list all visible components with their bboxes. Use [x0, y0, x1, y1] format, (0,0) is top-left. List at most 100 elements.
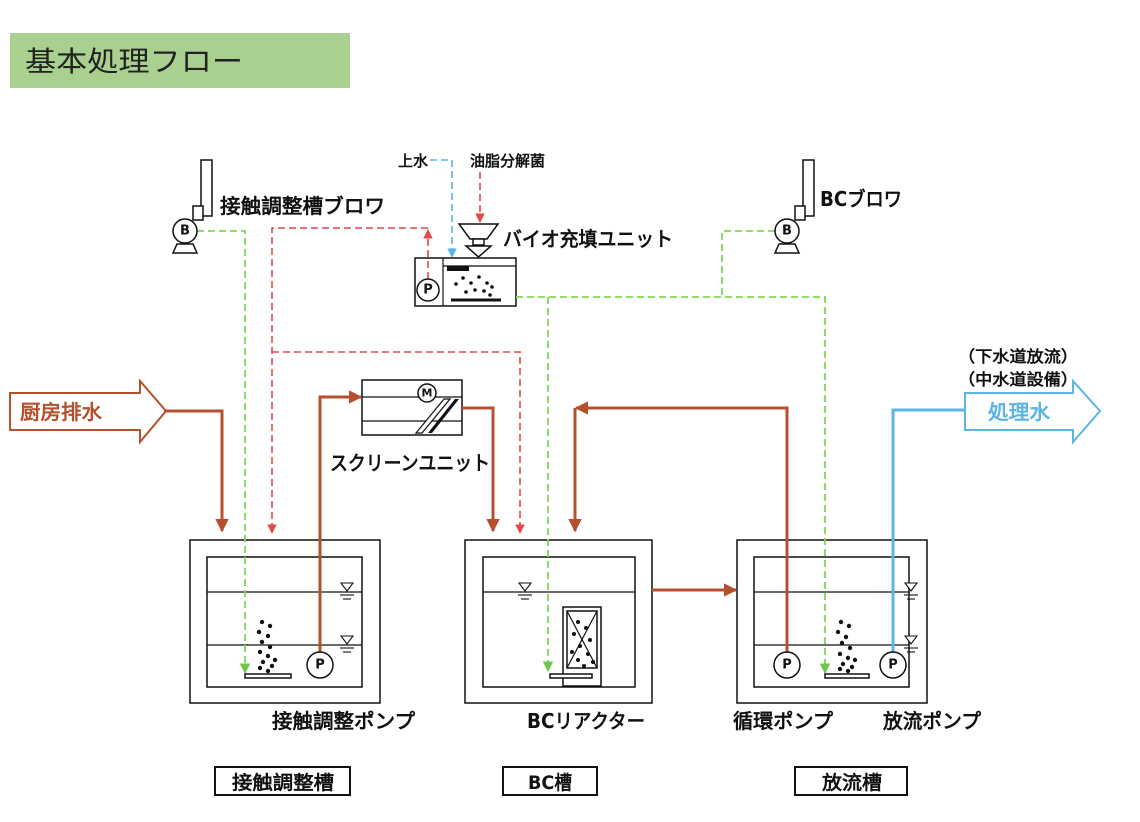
circulation-pump-symbol: P: [782, 658, 792, 673]
water-level-triangle: [903, 635, 919, 645]
air-bubble: [259, 619, 265, 625]
bio-unit-label: バイオ充填ユニット: [503, 227, 673, 251]
reactor-bubble: [576, 620, 580, 624]
bc-reactor: [549, 606, 602, 687]
contact-adjustment-pump-label: 接触調整ポンプ: [272, 709, 416, 733]
hopper-neck: [472, 238, 485, 246]
bio-media-bubble: [485, 281, 489, 285]
outflow-label: 処理水: [988, 400, 1051, 424]
blower-base: [171, 243, 199, 254]
bio-media-bubble: [477, 275, 481, 279]
inflow-arrow: [9, 378, 168, 445]
air-bubble: [265, 668, 271, 674]
air-pipes: [197, 230, 831, 675]
bio-media-bubble: [482, 289, 486, 293]
tap-water-feed-line: [430, 159, 457, 258]
contact-adjustment-pump-icon: [306, 651, 334, 679]
bc-blower-air-line: [721, 230, 775, 297]
air-bubble: [259, 639, 265, 645]
screen-mesh: [414, 398, 452, 434]
blower-symbol: B: [180, 224, 190, 239]
air-bubble: [835, 629, 841, 635]
screen-to-bc-tank-pipe: [462, 406, 500, 533]
bio-media-bubble: [488, 293, 492, 297]
contact-blower-air-line: [197, 230, 251, 675]
reactor-bubble: [578, 644, 582, 648]
air-bubble: [845, 655, 851, 661]
tank-name-contact-adjustment: 接触調整槽: [214, 766, 351, 796]
air-bubble: [267, 623, 273, 629]
reactor-bubble: [591, 660, 595, 664]
bio-unit-internals: P: [416, 275, 501, 302]
discharge-pump-symbol: P: [888, 658, 898, 673]
blower-symbol: B: [782, 224, 792, 239]
screen-unit: [361, 379, 463, 436]
page-title: 基本処理フロー: [25, 45, 243, 78]
air-bubble: [845, 668, 851, 674]
air-bubble: [257, 649, 263, 655]
bacteria-to-bc-tank-line: [272, 351, 525, 534]
screen-motor-icon: [417, 383, 437, 403]
air-bubble: [846, 623, 852, 629]
bacteria-to-contact-tank-line: [267, 227, 428, 534]
blower-base: [773, 243, 801, 254]
water-level-triangle: [339, 582, 355, 592]
bio-unit-pump-symbol: P: [423, 283, 433, 298]
reactor-bubble: [584, 626, 588, 630]
discharge-tank-internals: P P: [773, 619, 907, 679]
reactor-media-cross: [566, 610, 598, 669]
bio-media-bubble: [469, 281, 473, 285]
bio-unit-pump-icon: [416, 278, 440, 302]
bio-media-bubble: [464, 290, 468, 294]
circulation-pump-label: 循環ポンプ: [733, 709, 834, 733]
inflow-to-contact-tank-pipe: [164, 409, 229, 533]
bc-reactor-label: BCリアクター: [527, 709, 645, 733]
reactor-bubble: [572, 632, 576, 636]
air-bubble: [267, 644, 273, 650]
air-bubble: [257, 665, 263, 671]
inflow-label: 厨房排水: [20, 400, 103, 424]
reactor-bubble: [586, 652, 590, 656]
air-bubble: [265, 653, 271, 659]
water-level-icon: [903, 635, 919, 653]
tank-name-text: 接触調整槽: [232, 771, 334, 794]
air-bubble: [837, 651, 843, 657]
circulation-pump-icon: [773, 651, 801, 679]
hopper-valve: [464, 245, 493, 258]
contact-tank-internals: P: [244, 619, 334, 679]
discharge-tank-diffuser: [824, 673, 870, 679]
contact-adjustment-tank: [189, 539, 381, 704]
air-bubble: [852, 657, 858, 663]
tank-name-text: 放流槽: [821, 771, 882, 794]
blower-outlet-duct: [794, 205, 806, 221]
air-bubble: [265, 633, 271, 639]
contact-pump-to-screen-pipe: [318, 390, 363, 652]
circulation-return-pipe: [574, 401, 789, 652]
reactor-bubble: [582, 664, 586, 668]
air-bubble: [256, 629, 262, 635]
contact-tank-blower-label: 接触調整槽ブロワ: [220, 194, 385, 218]
reactor-bubble: [570, 650, 574, 654]
blower-icon: [774, 218, 800, 244]
blower-silencer: [802, 159, 815, 217]
blower-silencer: [200, 159, 213, 217]
bio-media-bubble: [461, 276, 465, 280]
grease-bacteria-label: 油脂分解菌: [470, 152, 545, 170]
treated-water-pipe: [891, 408, 965, 652]
reactor-bubble: [576, 658, 580, 662]
hopper-funnel: [457, 223, 500, 240]
blower-icon: [172, 218, 198, 244]
kitchen-wastewater-inflow: 厨房排水: [9, 378, 168, 445]
air-bubble: [837, 666, 843, 672]
wastewater-pipes: [164, 390, 789, 652]
bio-media-bubble: [490, 285, 494, 289]
blower-outlet-duct: [192, 205, 204, 221]
contact-adjustment-pump-symbol: P: [315, 658, 325, 673]
tank-name-box: [214, 766, 351, 796]
air-bubble: [839, 640, 845, 646]
discharge-pump-label: 放流ポンプ: [882, 709, 982, 733]
air-bubble: [272, 657, 278, 663]
water-level-triangle: [903, 582, 919, 592]
bio-media-bubble: [473, 288, 477, 292]
